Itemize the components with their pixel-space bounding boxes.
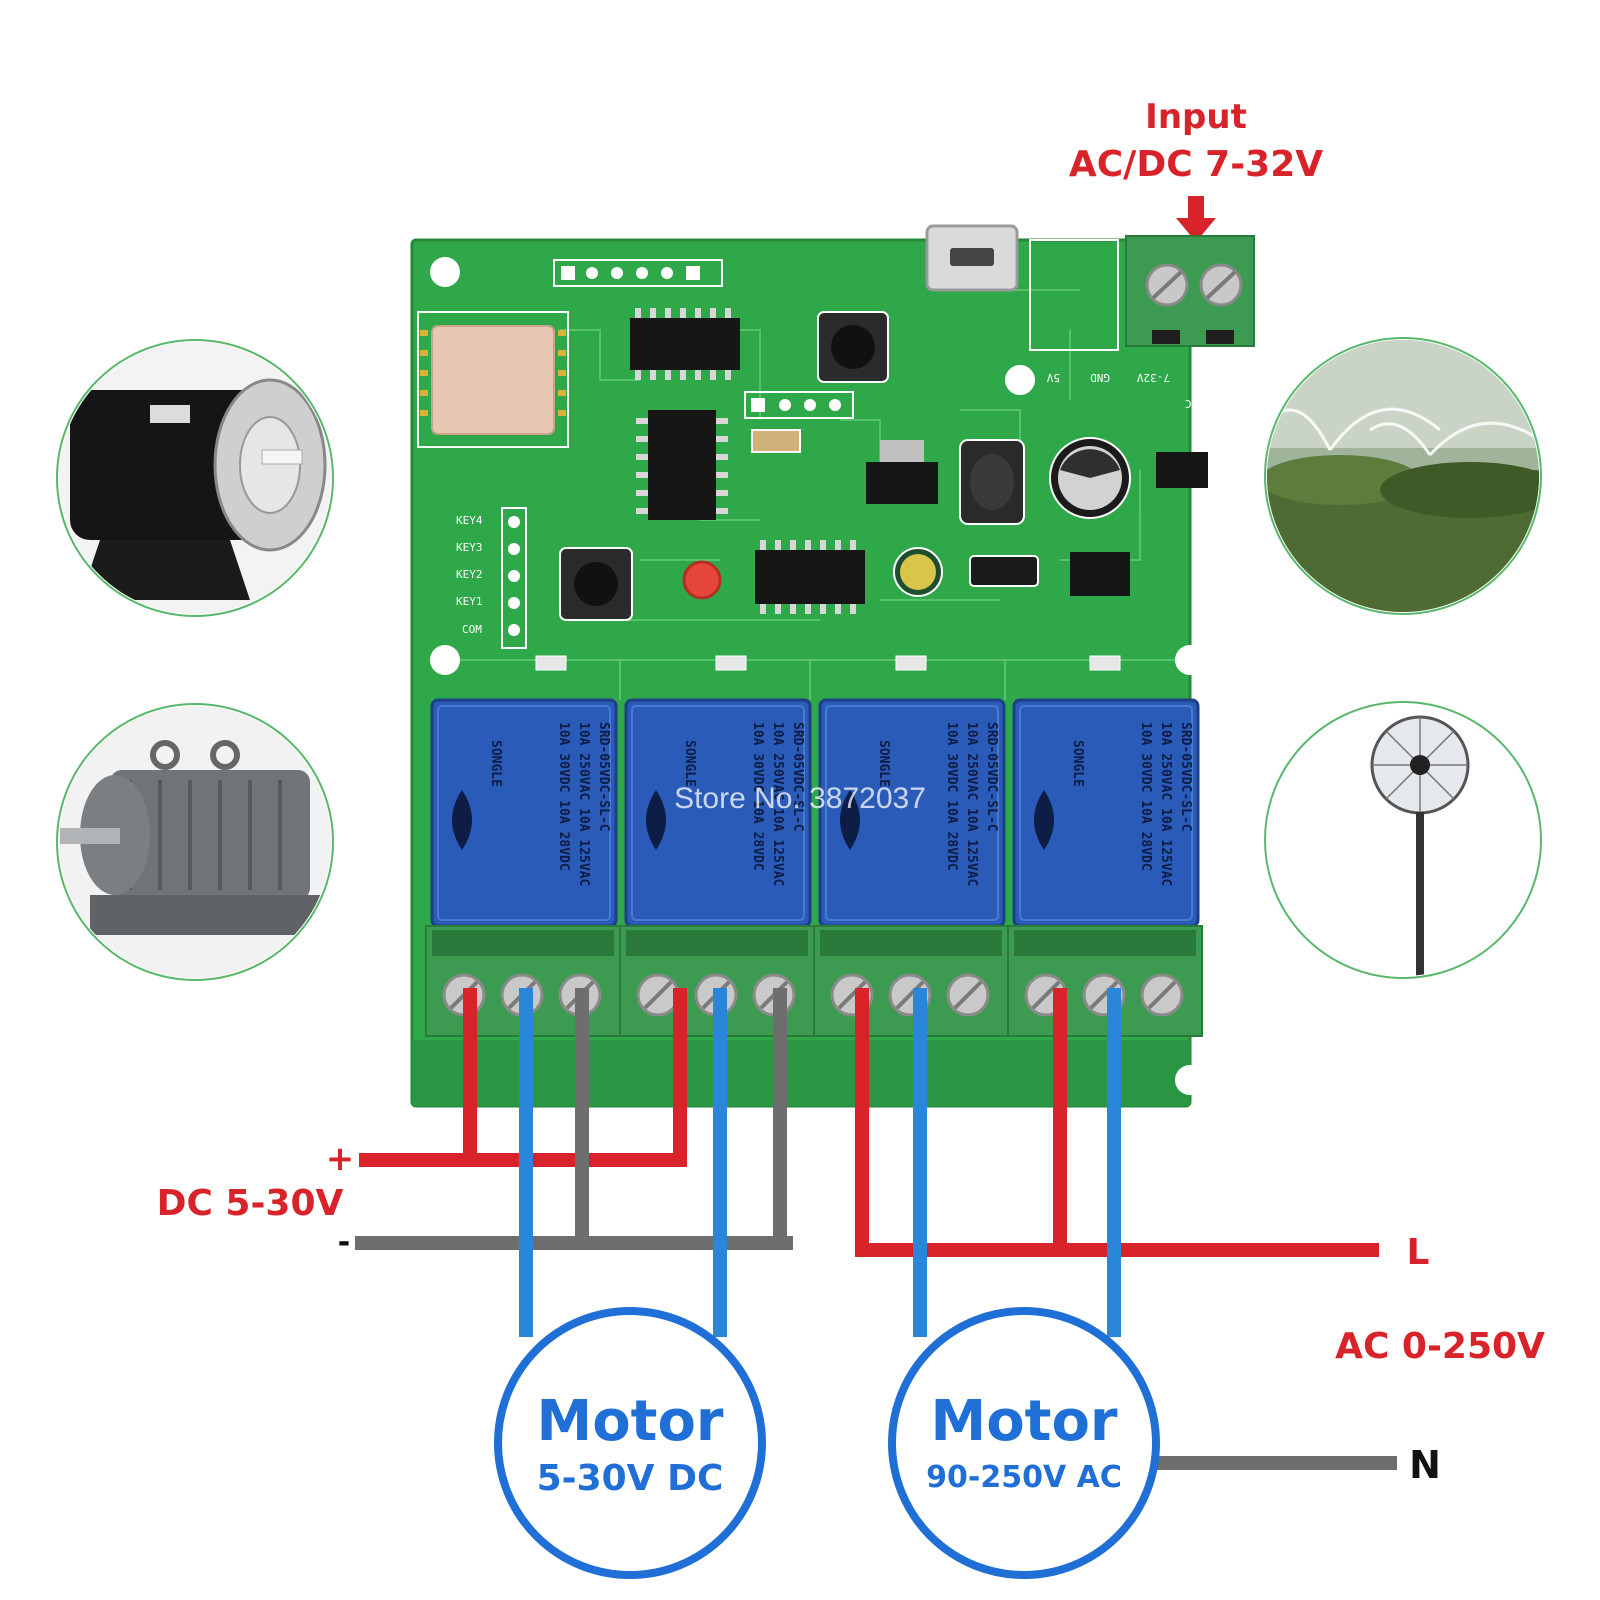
learn-button (559, 547, 633, 621)
output-terminal-block (1007, 925, 1203, 1037)
relay-led (535, 655, 567, 671)
silk-com: COM (462, 623, 482, 636)
store-watermark: Store No. 3872037 (674, 782, 926, 815)
relay-logo-icon (1034, 790, 1054, 850)
input-title: Input (1145, 97, 1247, 137)
voltage-regulator (866, 462, 938, 504)
relay-rating-dc: 10A 30VDC 10A 28VDC (944, 722, 959, 871)
electrolytic-capacitor (1049, 437, 1131, 519)
silk-label-5v: 5V (1046, 371, 1060, 384)
relay-logo-icon (646, 790, 666, 850)
relay-model: SRD-05VDC-SL-C (596, 722, 611, 832)
output-terminal-blocks (425, 925, 1203, 1037)
mounting-hole (1175, 1065, 1205, 1095)
inductor (959, 439, 1025, 525)
dc-motor-symbol: Motor 5-30V DC (494, 1307, 766, 1579)
relay-rating-ac: 10A 250VAC 10A 125VAC (964, 722, 979, 886)
sprinkler-irrigation-photo (1264, 337, 1542, 615)
relay: SRD-05VDC-SL-C 10A 250VAC 10A 125VAC 10A 3… (1012, 698, 1200, 928)
silk-key3: KEY3 (456, 541, 483, 554)
status-led (682, 560, 722, 600)
dc-motor-photo (56, 339, 334, 617)
relay-led (715, 655, 747, 671)
relay-led (895, 655, 927, 671)
relay-brand: SONGLE (682, 740, 697, 787)
mounting-hole (430, 257, 460, 287)
relay-model: SRD-05VDC-SL-C (1178, 722, 1193, 832)
relay-model: SRD-05VDC-SL-C (790, 722, 805, 832)
dc-minus-label: - (338, 1225, 350, 1260)
smd-resistor (751, 429, 801, 453)
ac-supply-label: AC 0-250V (1335, 1326, 1545, 1367)
regulator-tab (880, 440, 924, 462)
relay-logo-icon (452, 790, 472, 850)
silk-key1: KEY1 (456, 595, 483, 608)
output-terminal-block (813, 925, 1009, 1037)
reset-button (817, 311, 889, 383)
silk-label-7-32v: 7-32V (1137, 371, 1170, 384)
ic-chip (755, 540, 865, 614)
ic-chip (630, 308, 740, 380)
dc-supply-label: DC 5-30V (157, 1183, 344, 1224)
silk-label-acdc: AC/DC (1185, 397, 1218, 410)
relay-brand: SONGLE (488, 740, 503, 787)
mounting-hole (1175, 645, 1205, 675)
relay-logo-icon (840, 790, 860, 850)
ac-line-wire (855, 988, 1379, 1257)
silk-label-gnd: GND (1090, 371, 1110, 384)
relay-rating-dc: 10A 30VDC 10A 28VDC (1138, 722, 1153, 871)
small-capacitor (893, 547, 943, 597)
stand-fan-photo (1264, 701, 1542, 979)
ac-line-label: L (1407, 1232, 1430, 1273)
mounting-hole (430, 645, 460, 675)
relay-brand: SONGLE (1070, 740, 1085, 787)
ac-motor-symbol: Motor 90-250V AC (888, 1307, 1160, 1579)
mosfet (1070, 552, 1130, 596)
relay-rating-dc: 10A 30VDC 10A 28VDC (750, 722, 765, 871)
relay-rating-ac: 10A 250VAC 10A 125VAC (770, 722, 785, 886)
relay: SRD-05VDC-SL-C 10A 250VAC 10A 125VAC 10A 3… (430, 698, 618, 928)
wiring (355, 988, 1397, 1470)
ic-chip (636, 410, 728, 520)
mounting-hole (1005, 365, 1035, 395)
diode (969, 555, 1039, 587)
ac-induction-motor-photo (56, 703, 334, 981)
dc-motor-spec: 5-30V DC (537, 1458, 724, 1499)
input-terminal-block (1125, 235, 1255, 347)
ac-neutral-label: N (1409, 1443, 1441, 1487)
relay-brand: SONGLE (876, 740, 891, 787)
relay-led (1089, 655, 1121, 671)
key-header (501, 507, 527, 649)
ac-motor-title: Motor (930, 1389, 1117, 1454)
relay-model: SRD-05VDC-SL-C (984, 722, 999, 832)
pin-header-mid (744, 391, 854, 419)
relay-rating-ac: 10A 250VAC 10A 125VAC (576, 722, 591, 886)
wifi-module (417, 311, 569, 448)
relay-rating-ac: 10A 250VAC 10A 125VAC (1158, 722, 1173, 886)
relay: SRD-05VDC-SL-C 10A 250VAC 10A 125VAC 10A 3… (818, 698, 1006, 928)
dc-plus-label: + (326, 1139, 355, 1179)
relay: SRD-05VDC-SL-C 10A 250VAC 10A 125VAC 10A 3… (624, 698, 812, 928)
pin-header-top (553, 259, 723, 287)
silk-key2: KEY2 (456, 568, 483, 581)
dc-motor-title: Motor (536, 1389, 723, 1454)
input-spec: AC/DC 7-32V (1069, 144, 1323, 185)
bridge-rectifier (1156, 452, 1208, 488)
relay-rating-dc: 10A 30VDC 10A 28VDC (556, 722, 571, 871)
ac-motor-spec: 90-250V AC (926, 1460, 1122, 1495)
silk-key4: KEY4 (456, 514, 483, 527)
micro-usb-port (925, 224, 1019, 292)
input-arrow-icon (1176, 196, 1216, 242)
